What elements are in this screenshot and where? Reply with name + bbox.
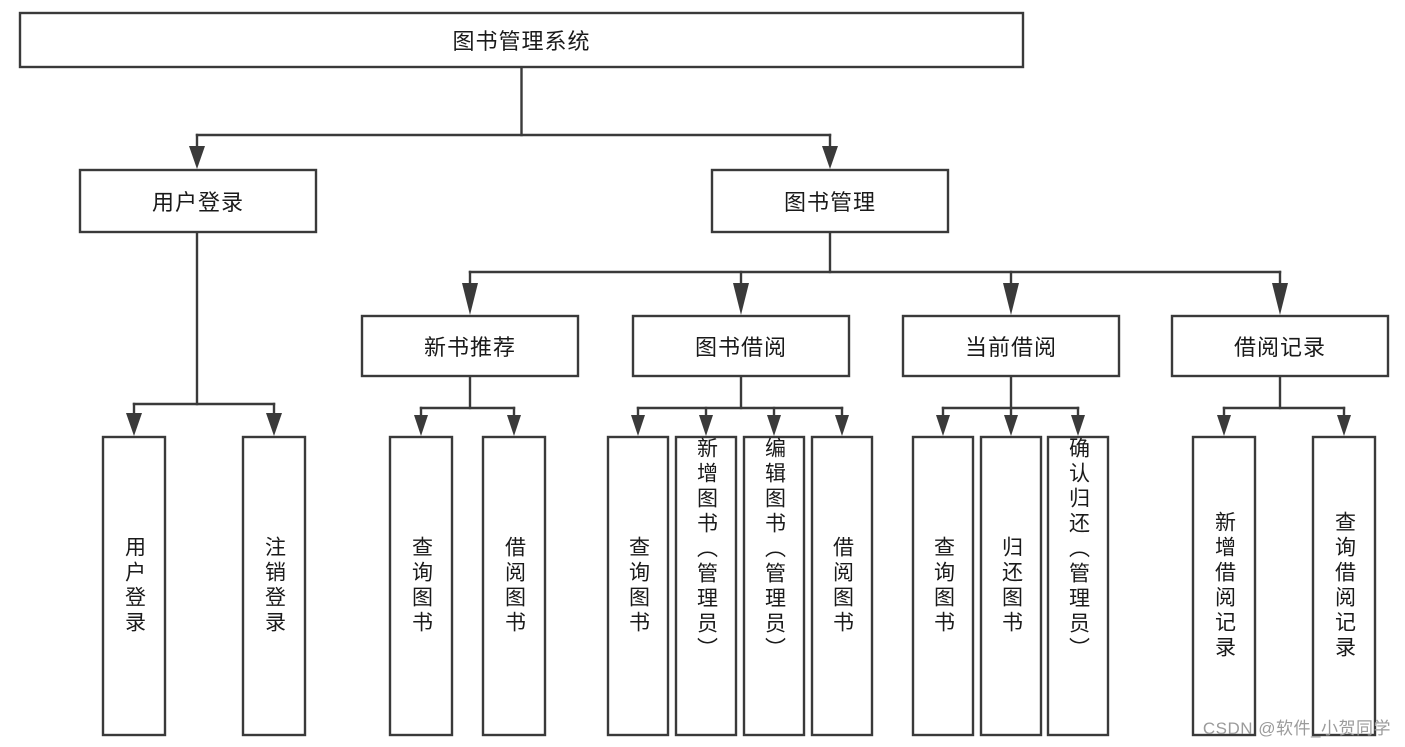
leaf-box-logout-login[interactable] — [241, 435, 307, 737]
arrow-head-bb-borrow-book — [835, 415, 849, 436]
arrow-head-cb-query-book — [936, 415, 950, 436]
node-box-book-borrow[interactable] — [631, 314, 851, 378]
leaf-box-br-query-record[interactable] — [1311, 435, 1377, 737]
connector-group-user-login — [126, 230, 282, 436]
arrow-head-bb-edit-book — [767, 415, 781, 436]
arrow-head-current-borrow — [1003, 283, 1019, 315]
leaf-box-bb-query-book[interactable] — [606, 435, 670, 737]
leaf-box-nbr-borrow-book[interactable] — [481, 435, 547, 737]
arrow-head-bb-add-book — [699, 415, 713, 436]
arrow-head-cb-return-book — [1004, 415, 1018, 436]
node-box-root[interactable] — [18, 11, 1025, 69]
leaf-box-user-login[interactable] — [101, 435, 167, 737]
arrow-head-borrow-record — [1272, 283, 1288, 315]
node-box-new-book-recommend[interactable] — [360, 314, 580, 378]
connector-group-book-manage — [462, 230, 1288, 315]
leaf-box-cb-return-book[interactable] — [979, 435, 1043, 737]
connector-group-root — [189, 65, 838, 169]
connector-group-new-book-recommend — [414, 374, 521, 436]
leaf-box-br-add-record[interactable] — [1191, 435, 1257, 737]
arrow-head-book-borrow — [733, 283, 749, 315]
arrow-head-br-query-record — [1337, 415, 1351, 436]
leaf-box-cb-query-book[interactable] — [911, 435, 975, 737]
arrow-head-user-login — [189, 146, 205, 169]
arrow-head-book-manage — [822, 146, 838, 169]
connector-group-borrow-record — [1217, 374, 1351, 436]
leaf-box-bb-edit-book[interactable] — [742, 435, 806, 737]
leaf-box-bb-add-book[interactable] — [674, 435, 738, 737]
arrow-head-leaf-logout-login — [266, 413, 282, 436]
node-box-user-login[interactable] — [78, 168, 318, 234]
arrow-head-nbr-borrow-book — [507, 415, 521, 436]
node-box-borrow-record[interactable] — [1170, 314, 1390, 378]
leaf-box-nbr-query-book[interactable] — [388, 435, 454, 737]
arrow-head-cb-confirm-return — [1071, 415, 1085, 436]
connector-group-book-borrow — [631, 374, 849, 436]
arrow-head-bb-query-book — [631, 415, 645, 436]
node-box-current-borrow[interactable] — [901, 314, 1121, 378]
leaf-box-cb-confirm-return[interactable] — [1046, 435, 1110, 737]
arrow-head-br-add-record — [1217, 415, 1231, 436]
arrow-head-leaf-user-login — [126, 413, 142, 436]
arrow-head-new-book-recommend — [462, 283, 478, 315]
connector-group-current-borrow — [936, 374, 1085, 436]
arrow-head-nbr-query-book — [414, 415, 428, 436]
leaf-box-bb-borrow-book[interactable] — [810, 435, 874, 737]
node-box-book-manage[interactable] — [710, 168, 950, 234]
